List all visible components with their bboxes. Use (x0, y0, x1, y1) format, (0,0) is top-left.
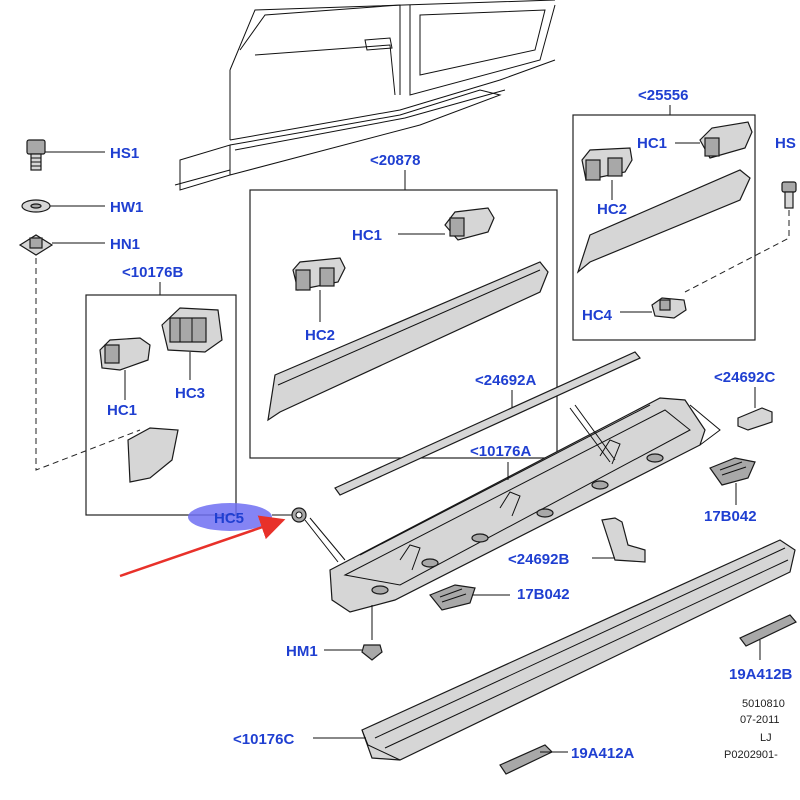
label-10176a: <10176A (470, 443, 531, 460)
door-moulding-mid-icon (267, 261, 549, 422)
label-hc2-mid: HC2 (305, 327, 335, 344)
bolt-hs1-icon (26, 139, 46, 171)
clip-hc3-icon (161, 307, 223, 353)
label-24692b: <24692B (508, 551, 569, 568)
clip-hc5-icon (291, 507, 307, 523)
label-hw1: HW1 (110, 199, 143, 216)
footer-ref-1: 5010810 (742, 698, 785, 710)
hc5-highlight (188, 503, 272, 531)
car-door-outline (174, 0, 556, 191)
trim-19a412a-icon (499, 744, 554, 775)
sill-panel-lower-icon (361, 539, 796, 761)
bolt-hs-right-icon (781, 181, 797, 209)
label-hc1-left: HC1 (107, 402, 137, 419)
label-25556: <25556 (638, 87, 688, 104)
label-hm1: HM1 (286, 643, 318, 660)
label-hs1: HS1 (110, 145, 139, 162)
label-hc5: HC5 (214, 510, 244, 527)
red-pointer-arrow (119, 515, 286, 578)
clip-hc1-mid-icon (444, 207, 495, 241)
clip-hc4-icon (651, 297, 687, 319)
clip-hc1-right-icon (699, 121, 753, 159)
washer-hw1-icon (21, 199, 51, 213)
nut-hn1-icon (18, 234, 54, 256)
label-17b042-lower: 17B042 (517, 586, 570, 603)
label-17b042-upper: 17B042 (704, 508, 757, 525)
plug-17b042-lower-icon (429, 584, 476, 611)
trim-end-cap-icon (127, 427, 179, 483)
sill-panel-main-icon (329, 397, 721, 613)
trim-strip-24692a-icon (334, 351, 641, 496)
label-19a412a: 19A412A (571, 745, 635, 762)
door-moulding-right-icon (576, 169, 751, 274)
trim-cap-24692c-icon (737, 407, 773, 431)
label-hc3: HC3 (175, 385, 205, 402)
clip-hc1-left-icon (99, 337, 151, 371)
bracket-24692b-icon (601, 517, 646, 563)
clip-hc2-right-icon (581, 147, 633, 181)
label-hc2-right: HC2 (597, 201, 627, 218)
label-hc1-right: HC1 (637, 135, 667, 152)
label-20878: <20878 (370, 152, 420, 169)
label-24692a: <24692A (475, 372, 536, 389)
box-25556 (572, 114, 756, 341)
label-24692c: <24692C (714, 369, 775, 386)
box-10176b (85, 294, 237, 516)
label-19a412b: 19A412B (729, 666, 793, 683)
label-10176b: <10176B (122, 264, 183, 281)
plug-17b042-upper-icon (709, 457, 756, 486)
footer-ref-3: LJ (760, 732, 772, 744)
label-hc4: HC4 (582, 307, 613, 324)
footer-ref-2: 07-2011 (740, 714, 780, 726)
clip-hm1-icon (361, 644, 383, 661)
clip-hc2-mid-icon (292, 257, 346, 291)
trim-19a412b-icon (739, 614, 797, 647)
label-hn1: HN1 (110, 236, 140, 253)
label-hc1-mid: HC1 (352, 227, 382, 244)
label-10176c: <10176C (233, 731, 294, 748)
label-hs-right: HS (775, 135, 796, 152)
footer-ref-4: P0202901- (724, 749, 778, 761)
